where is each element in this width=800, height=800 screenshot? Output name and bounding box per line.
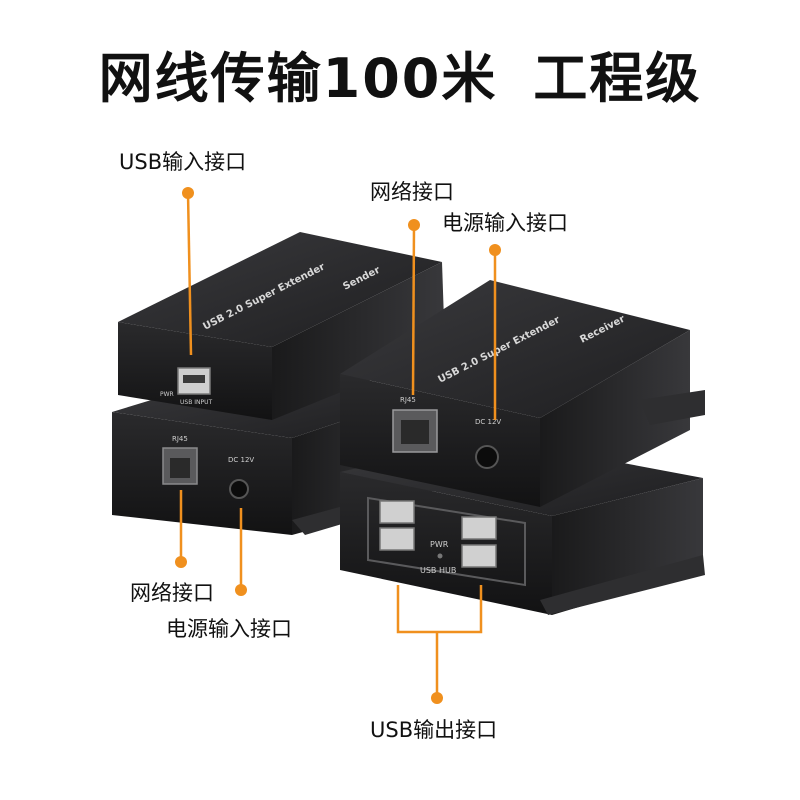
receiver-pwr-label: PWR [430,540,449,549]
receiver-usb-port-3 [461,516,497,540]
callout-dot-usb-input [182,187,194,199]
callout-receiver-network: 网络接口 [370,180,454,204]
receiver-usb-port-4 [461,544,497,568]
callout-line-usb-input [186,192,193,356]
callout-receiver-usb-output: USB输出接口 [370,718,498,742]
callout-dot-receiver-network [408,219,420,231]
headline: 网线传输100米工程级 [0,34,800,113]
receiver-rj45-socket [401,420,429,444]
sender-pwr-label: PWR [160,391,174,398]
sender-front-side [272,262,445,420]
receiver-back-unit: RJ45 DC 12V USB 2.0 Super Extender Recei… [340,280,705,507]
callout-line-receiver-network [411,224,416,396]
receiver-back-side [540,330,690,507]
callout-dots [175,187,501,704]
receiver-back-top [340,280,690,418]
receiver-rj45-label: RJ45 [400,396,416,404]
callout-dot-sender-network [175,556,187,568]
sender-dc-jack [229,479,249,499]
receiver-pwr-led [437,553,443,559]
receiver-dc-jack [475,445,499,469]
sender-dc-label: DC 12V [228,456,254,464]
callout-bracket-usb-output [396,585,483,634]
receiver-port-panel [367,496,526,587]
sender-front-top [118,232,442,347]
sender-rj45-label: RJ45 [172,435,188,443]
sender-front-unit: PWR USB INPUT USB 2.0 Super Extender Sen… [118,232,445,420]
receiver-dc-label: DC 12V [475,418,501,426]
sender-back-face [112,412,292,535]
callout-sender-power: 电源输入接口 [166,617,292,641]
callout-sender-network: 网络接口 [130,581,214,605]
headline-left: 网线传输100米 [98,47,498,110]
sender-usb-tongue [183,375,205,383]
callout-lines [179,192,497,698]
sender-usb-input-label: USB INPUT [180,399,212,406]
receiver-hub-label: USB HUB [420,566,456,575]
callout-dot-usb-output [431,692,443,704]
receiver-usb-port-2 [379,527,415,551]
receiver-usb-port-1 [379,500,415,524]
sender-rj45-socket [170,458,190,478]
receiver-front-flange [540,555,705,615]
callout-dot-receiver-power [489,244,501,256]
headline-right: 工程级 [533,47,702,110]
callout-sender-usb-input: USB输入接口 [119,150,247,174]
callout-dot-sender-power [235,584,247,596]
receiver-back-face [340,374,540,507]
callout-receiver-power: 电源输入接口 [442,211,568,235]
receiver-back-flange [640,390,705,425]
